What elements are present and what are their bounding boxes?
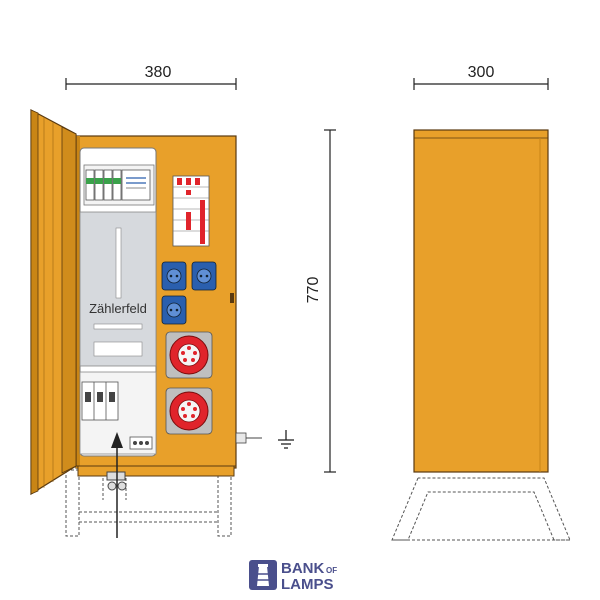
dimension-height: 770 — [305, 129, 336, 473]
brand-name-of: OF — [326, 566, 337, 575]
earth-bolt — [235, 432, 262, 444]
meter-field-label: Zählerfeld — [89, 301, 147, 316]
dimension-height-label: 770 — [305, 277, 322, 304]
meter-panel: Zählerfeld — [79, 147, 157, 457]
front-stand — [65, 469, 232, 537]
side-cabinet — [413, 129, 549, 473]
ground-symbol-icon — [278, 430, 294, 449]
schuko-socket-1 — [161, 261, 187, 291]
top-breaker-row — [83, 164, 155, 206]
cabinet-door — [30, 109, 77, 496]
breaker-column — [172, 175, 210, 247]
cee-socket-1 — [165, 331, 213, 379]
brand-logo: BANK OF LAMPS — [249, 560, 337, 593]
lighthouse-logo-icon — [249, 560, 277, 590]
schuko-socket-2 — [191, 261, 217, 291]
cee-socket-2 — [165, 387, 213, 435]
side-stand — [391, 477, 571, 541]
dimension-width-label: 380 — [145, 64, 172, 81]
dimension-depth-label: 300 — [468, 64, 495, 81]
dimension-depth: 300 — [413, 64, 549, 90]
schuko-socket-3 — [161, 295, 187, 325]
cable-entry-arrow-icon — [111, 432, 123, 538]
brand-name-line1: BANK — [281, 560, 324, 577]
brand-name-line2: LAMPS — [281, 576, 334, 593]
dimension-width: 380 — [65, 64, 237, 90]
